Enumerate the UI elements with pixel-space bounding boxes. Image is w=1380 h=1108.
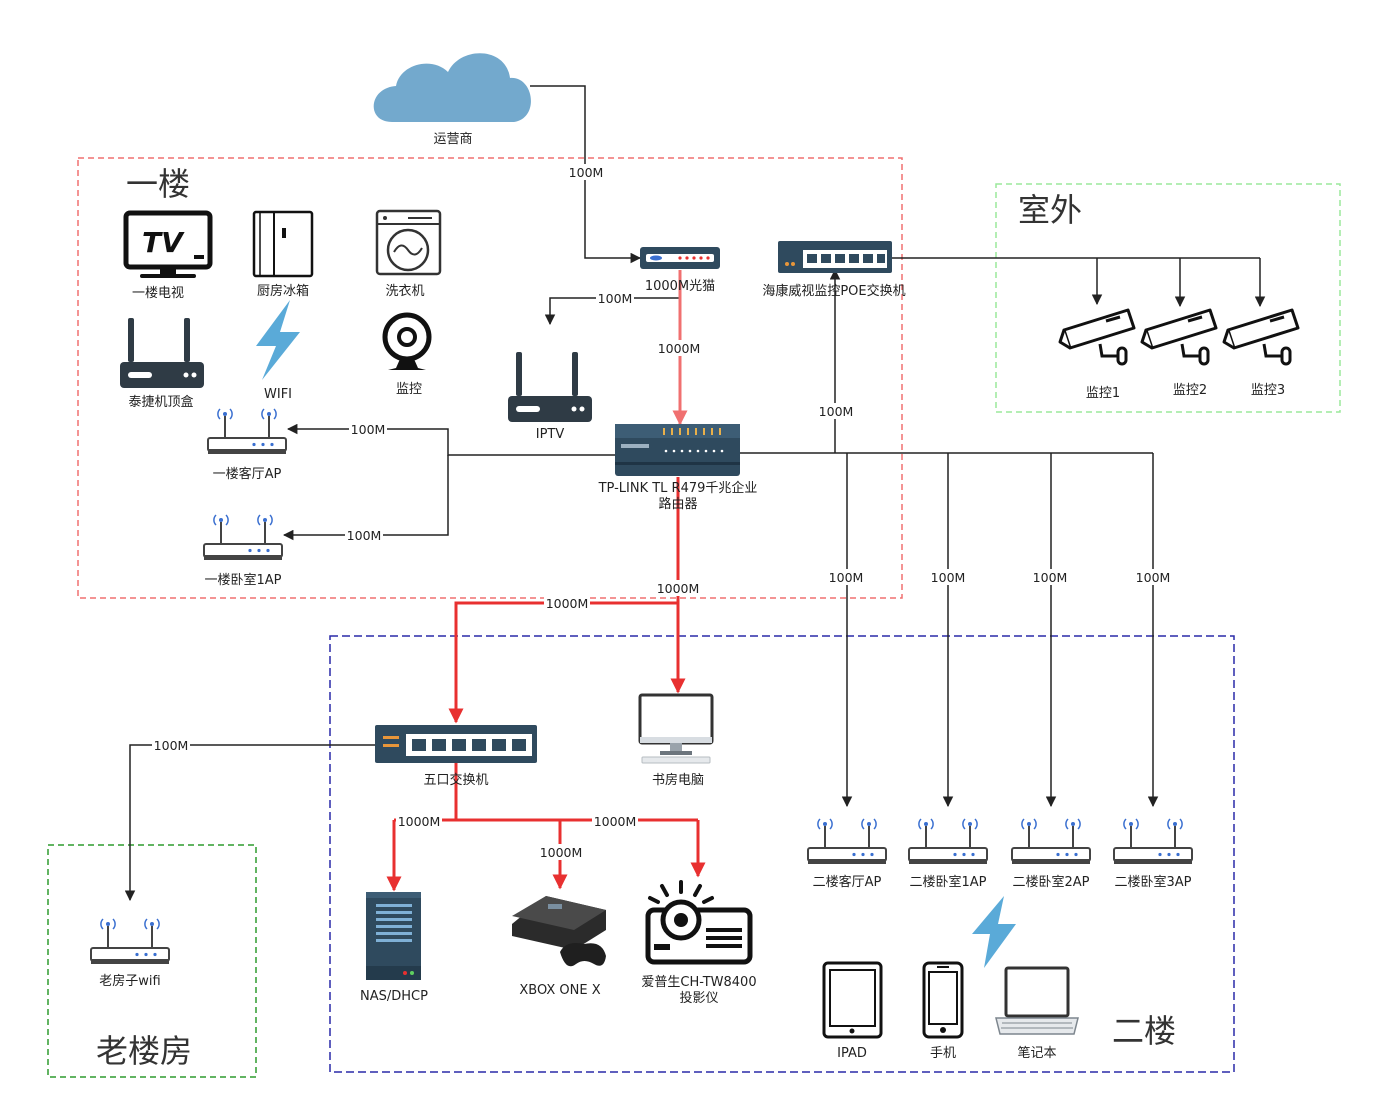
zone-old-house-label: 老楼房 [96, 1032, 192, 1070]
cloud-icon [373, 53, 531, 122]
zone-floor2-label: 二楼 [1112, 1012, 1176, 1050]
link-router-ap-bed1 [282, 455, 449, 541]
ap-icon [807, 818, 887, 865]
nas-label: NAS/DHCP [360, 989, 428, 1004]
phone-label: 手机 [930, 1046, 956, 1061]
iptv-router-icon [508, 352, 592, 422]
zone-outdoor-label: 室外 [1018, 191, 1082, 229]
cam1-label: 监控1 [1086, 386, 1120, 401]
camera-icon [1222, 308, 1300, 366]
webcam-icon [382, 312, 432, 370]
modem-label: 1000M光猫 [645, 279, 715, 294]
ap-icon [207, 408, 287, 455]
edge-label: 100M [819, 404, 854, 419]
switch-icon [375, 725, 537, 763]
edge-labels: 100M 100M 1000M 100M 100M 100M 1000M 100… [152, 164, 1172, 860]
xbox-label: XBOX ONE X [519, 983, 600, 998]
svg-text:TV: TV [142, 226, 185, 259]
ap-icon [1113, 818, 1193, 865]
ap-living1-label: 一楼客厅AP [213, 466, 282, 482]
edge-label: 100M [598, 291, 633, 306]
fridge-icon [252, 210, 314, 278]
ap-icon [1011, 818, 1091, 865]
core-router-icon [615, 424, 740, 476]
old-wifi-label: 老房子wifi [99, 973, 160, 989]
ap2-bed2-label: 二楼卧室2AP [1012, 874, 1089, 890]
link-router-ap-living1 [286, 423, 615, 456]
camera-indoor-label: 监控 [396, 382, 422, 397]
edge-label: 100M [931, 570, 966, 585]
zone-floor1-label: 一楼 [126, 165, 190, 203]
edge-label: 1000M [546, 596, 589, 611]
poe-switch-label: 海康威视监控POE交换机 [762, 283, 905, 299]
edge-label: 1000M [657, 581, 700, 596]
links-1000m [386, 477, 706, 892]
edge-label: 1000M [658, 341, 701, 356]
tv-icon: TV [123, 210, 213, 278]
edge-label: 100M [1136, 570, 1171, 585]
camera-icon [1140, 308, 1218, 366]
laptop-label: 笔记本 [1017, 1045, 1056, 1061]
console-icon [512, 896, 606, 967]
switch5-label: 五口交换机 [423, 772, 488, 788]
edge-label: 100M [569, 165, 604, 180]
cam2-label: 监控2 [1173, 383, 1207, 398]
link-modem-iptv [544, 297, 680, 326]
projector-label-2: 投影仪 [679, 990, 718, 1006]
settop-router-icon [120, 318, 204, 388]
tv-label: 一楼电视 [132, 286, 184, 301]
isp-label: 运营商 [433, 132, 472, 147]
study-pc-label: 书房电脑 [652, 772, 704, 788]
link-switch-oldwifi [124, 744, 375, 902]
ap-icon [203, 514, 283, 561]
ap-bed1-label: 一楼卧室1AP [204, 572, 281, 588]
ap2-bed1-label: 二楼卧室1AP [909, 874, 986, 890]
edge-label: 100M [1033, 570, 1068, 585]
ipad-label: IPAD [837, 1046, 867, 1061]
zone-floor1 [77, 157, 903, 599]
wifi-label: WIFI [264, 387, 292, 402]
phone-icon [922, 961, 964, 1039]
ap-icon [908, 818, 988, 865]
tablet-icon [822, 961, 883, 1039]
edge-label: 1000M [398, 814, 441, 829]
edge-label: 1000M [594, 814, 637, 829]
settop-label: 泰捷机顶盒 [128, 394, 193, 410]
washer-label: 洗衣机 [385, 283, 424, 299]
camera-icon [1058, 308, 1136, 366]
ap-icon [90, 918, 170, 965]
projector-icon [645, 880, 753, 965]
ap2-living-label: 二楼客厅AP [813, 874, 882, 890]
zone-floor2 [329, 635, 1235, 1073]
link-router-switch [448, 601, 678, 724]
edge-label: 100M [829, 570, 864, 585]
washer-icon [375, 209, 442, 276]
poe-switch-icon [778, 241, 892, 273]
edge-label: 1000M [540, 845, 583, 860]
fridge-label: 厨房冰箱 [257, 283, 309, 299]
iptv-label: IPTV [536, 427, 565, 442]
edge-label: 100M [351, 422, 386, 437]
lightning-icon [972, 896, 1016, 968]
server-icon [366, 892, 421, 980]
zone-outdoor [995, 183, 1341, 413]
laptop-icon [995, 966, 1079, 1035]
zone-old-house [47, 844, 257, 1078]
core-router-label-1: TP-LINK TL R479千兆企业 [598, 480, 758, 496]
projector-label-1: 爱普生CH-TW8400 [641, 975, 756, 990]
core-router-label-2: 路由器 [658, 496, 697, 512]
cam3-label: 监控3 [1251, 383, 1285, 398]
edge-label: 100M [154, 738, 189, 753]
ap2-bed3-label: 二楼卧室3AP [1114, 874, 1191, 890]
monitor-icon [638, 693, 714, 764]
edge-label: 100M [347, 528, 382, 543]
modem-icon [640, 247, 720, 269]
lightning-icon [256, 300, 300, 380]
